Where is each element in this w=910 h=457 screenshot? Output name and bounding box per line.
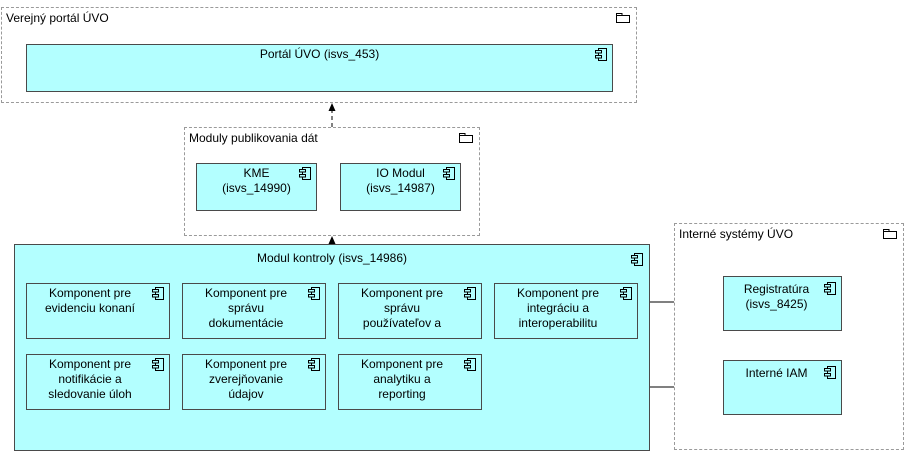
component-label: Modul kontroly (isvs_14986) [256,251,408,265]
component-label: Interné IAM [745,366,808,380]
group-label: Moduly publikovania dát [189,131,318,145]
component-label: Komponent pre evidenciu konaní [44,286,136,315]
component-label: IO Modul (isvs_14987) [366,166,435,195]
component-icon [299,167,311,180]
component-icon [308,358,320,371]
component-label: Komponent pre analytiku a reporting [360,357,444,401]
arrowhead-kontroly-to-publish [328,236,336,244]
component-sprava-pouzivatelov[interactable]: Komponent pre správu používateľov a [338,283,482,339]
component-label: Registratúra (isvs_8425) [743,282,810,311]
group-interne-systemy[interactable]: Interné systémy ÚVO [674,223,904,450]
component-icon [620,287,632,300]
component-icon [443,167,455,180]
component-label: Komponent pre správu používateľov a [360,286,444,330]
group-label: Verejný portál ÚVO [6,11,109,25]
component-evidencia-konani[interactable]: Komponent pre evidenciu konaní [26,283,170,339]
component-notifikacie[interactable]: Komponent pre notifikácie a sledovanie ú… [26,354,170,410]
component-icon [308,287,320,300]
component-zverejnovanie[interactable]: Komponent pre zverejňovanie údajov [182,354,326,410]
component-icon [824,282,836,295]
component-icon [631,253,643,266]
component-icon [595,48,607,61]
component-label: Komponent pre zverejňovanie údajov [204,357,288,401]
component-icon [152,358,164,371]
component-label: Komponent pre notifikácie a sledovanie ú… [48,357,132,401]
component-label: Komponent pre integráciu a interoperabil… [516,286,600,330]
arrowhead-publish-to-portal [328,103,336,111]
component-label: Portál ÚVO (isvs_453) [259,47,380,61]
group-label: Interné systémy ÚVO [679,227,794,241]
component-analytika[interactable]: Komponent pre analytiku a reporting [338,354,482,410]
component-portal-uvo[interactable]: Portál ÚVO (isvs_453) [26,44,613,92]
component-label: KME (isvs_14990) [222,166,291,195]
component-kme[interactable]: KME (isvs_14990) [196,163,317,211]
component-icon [464,287,476,300]
component-icon [824,366,836,379]
component-label: Komponent pre správu dokumentácie [204,286,288,330]
component-sprava-dokumentacie[interactable]: Komponent pre správu dokumentácie [182,283,326,339]
folder-icon [459,133,473,143]
component-io-modul[interactable]: IO Modul (isvs_14987) [340,163,461,211]
component-interne-iam[interactable]: Interné IAM [723,360,842,415]
folder-icon [616,13,630,23]
component-modul-kontroly[interactable]: Modul kontroly (isvs_14986) [14,244,650,451]
folder-icon [883,229,897,239]
component-icon [464,358,476,371]
component-integracia[interactable]: Komponent pre integráciu a interoperabil… [494,283,638,339]
component-registratura[interactable]: Registratúra (isvs_8425) [723,276,842,331]
component-icon [152,287,164,300]
